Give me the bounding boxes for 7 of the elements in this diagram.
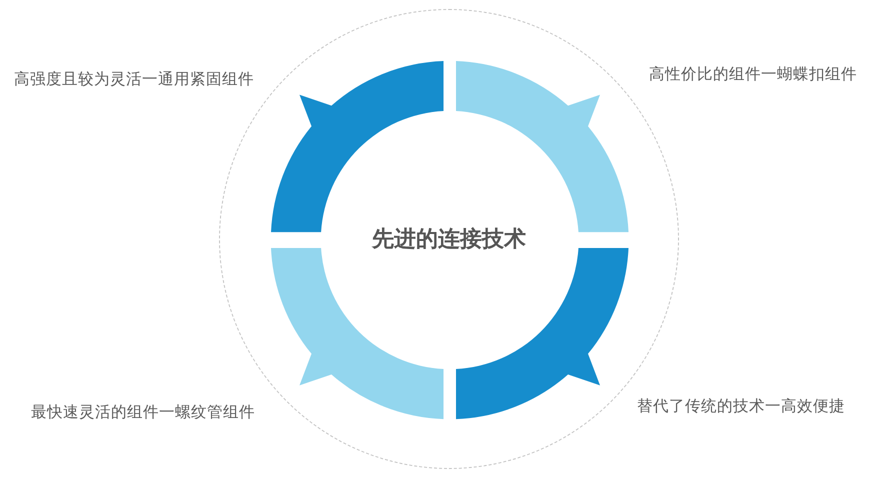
segment-caption: 高强度且较为灵活一通用紧固组件	[14, 70, 254, 90]
segment-caption: 高性价比的组件一蝴蝶扣组件	[649, 66, 857, 84]
center-title: 先进的连接技术	[372, 226, 526, 252]
segment-caption: 替代了传统的技术一高效便捷	[637, 398, 845, 416]
ring-segment	[271, 248, 444, 419]
ring-segment	[456, 248, 629, 419]
segment-caption: 最快速灵活的组件一螺纹管组件	[31, 404, 255, 422]
